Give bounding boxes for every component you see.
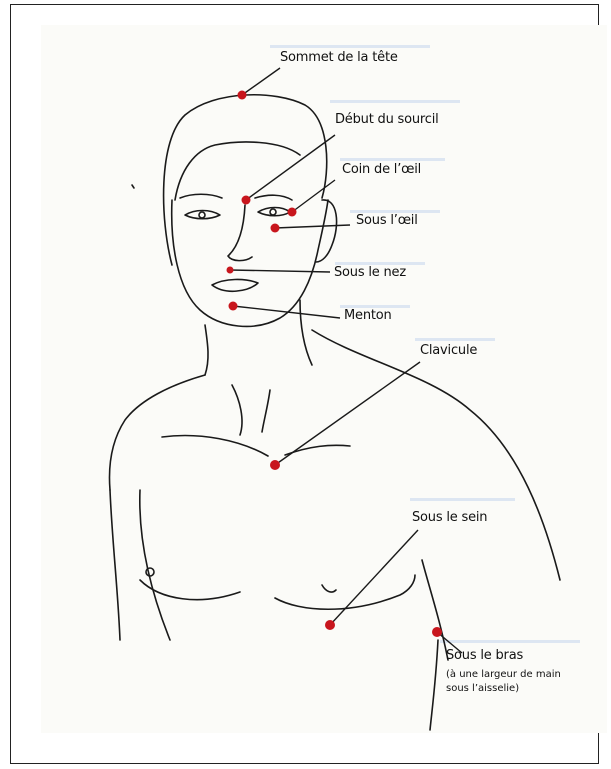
label-clavicule: Clavicule <box>420 343 477 358</box>
mouth <box>212 279 258 291</box>
right-eyebrow <box>255 195 292 200</box>
left-nipple <box>146 568 154 576</box>
label-sourcil: Début du sourcil <box>335 112 439 127</box>
nose <box>228 205 252 261</box>
label-sous-bras-note-2: sous l’aisselie) <box>446 682 519 696</box>
label-sous-bras: Sous le bras <box>446 648 523 663</box>
right-iris <box>270 209 276 215</box>
stray-mark <box>132 185 134 188</box>
point-menton <box>229 302 238 311</box>
neck-tendon-left <box>232 385 242 435</box>
point-sourcil <box>242 196 251 205</box>
point-coin-oeil <box>288 208 297 217</box>
label-coin-oeil: Coin de l’œil <box>342 162 421 177</box>
point-sous-oeil <box>271 224 280 233</box>
label-sous-bras-note-1: (à une largeur de main <box>446 668 561 682</box>
right-torso <box>422 560 448 660</box>
point-clavicule <box>270 460 280 470</box>
leader-sous-sein <box>330 530 418 625</box>
label-sommet: Sommet de la tête <box>280 50 398 65</box>
left-eyebrow <box>180 194 222 198</box>
left-arm-inner <box>140 490 170 640</box>
point-sous-nez <box>227 267 234 274</box>
point-sommet <box>238 91 247 100</box>
hairline <box>175 142 300 200</box>
label-sous-oeil: Sous l’œil <box>356 213 418 228</box>
label-sous-nez: Sous le nez <box>334 265 406 280</box>
label-sous-sein: Sous le sein <box>412 510 487 525</box>
leader-sous-nez <box>230 270 330 272</box>
leader-sommet <box>242 68 280 95</box>
leader-menton <box>233 306 340 318</box>
point-sous-sein <box>325 620 335 630</box>
neck-left <box>205 325 208 375</box>
point-sous-bras <box>432 627 442 637</box>
left-clavicle <box>162 436 268 456</box>
neck-tendon-right <box>262 390 270 432</box>
left-shoulder <box>110 375 205 490</box>
leader-coin-oeil <box>292 180 335 212</box>
right-shoulder <box>312 330 560 580</box>
leader-lines <box>230 68 462 653</box>
left-iris <box>199 212 205 218</box>
figure-outline <box>110 95 560 730</box>
right-pec <box>275 575 415 609</box>
right-nipple <box>322 585 336 592</box>
leader-clavicule <box>275 362 420 465</box>
label-menton: Menton <box>344 308 392 323</box>
right-waist <box>430 640 438 730</box>
leader-sous-oeil <box>275 225 350 228</box>
left-arm-outer <box>110 490 120 640</box>
neck-right <box>300 300 312 365</box>
head-outline <box>164 95 327 265</box>
